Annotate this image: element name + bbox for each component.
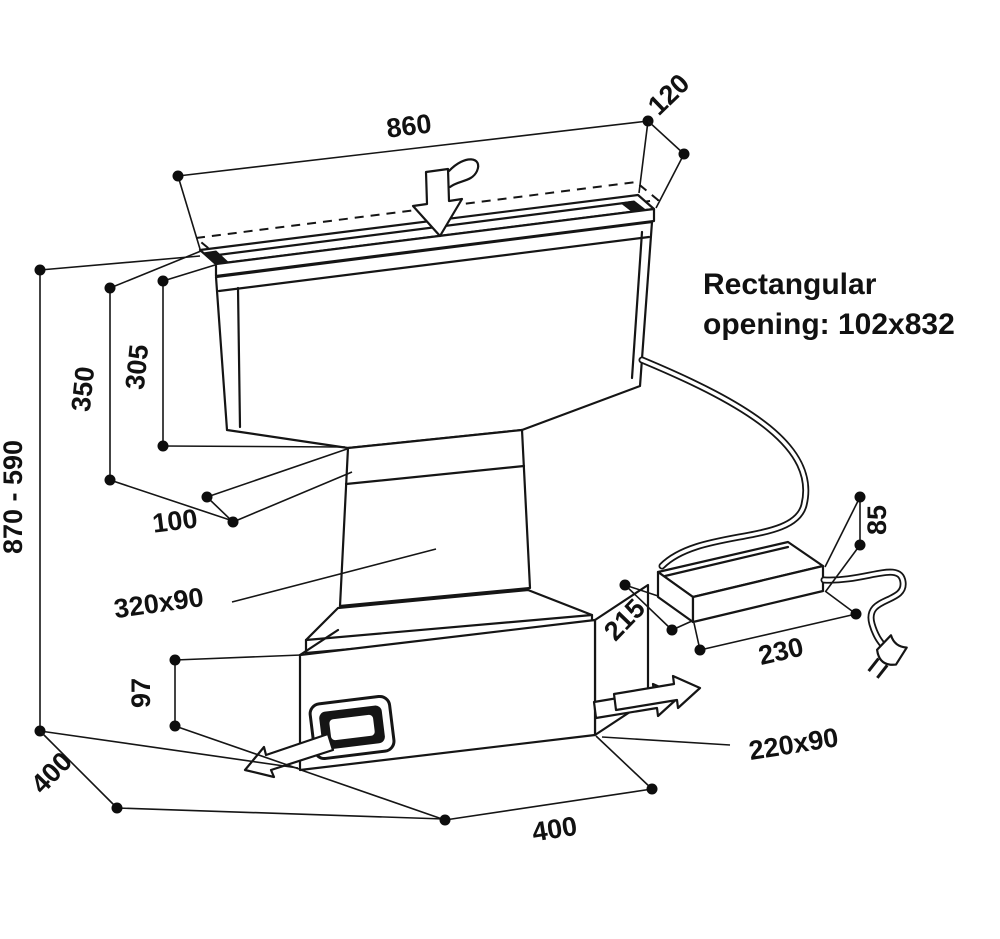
opening-note: Rectangular opening: 102x832 [703,268,955,341]
dim-label-230: 230 [756,632,807,671]
dimension-base-height: 97 [126,654,302,770]
dim-label-220x90: 220x90 [747,722,841,766]
dim-label-870-590: 870 - 590 [0,440,28,554]
dim-label-400-depth: 400 [25,746,78,799]
insert-arrow-icon [411,158,480,238]
dimension-top-depth: 120 [642,68,695,209]
dimension-bottom-offset: 100 [151,448,353,539]
dim-label-120: 120 [642,68,695,121]
control-box [656,540,825,624]
vent-strip [198,193,656,278]
dimension-base-width: 400 [300,735,658,848]
dimension-outlet-section: 220x90 [601,722,841,766]
dim-label-305: 305 [120,343,155,391]
dim-label-97: 97 [126,678,156,708]
opening-note-line1: Rectangular [703,268,877,301]
countertop-opening-dashed [193,180,661,258]
dimension-top-width: 860 [172,108,654,250]
dim-label-320x90: 320x90 [112,582,205,624]
airflow-arrow-left-icon [243,732,335,779]
dimension-panel-height-inner: 305 [120,264,346,452]
dim-label-85: 85 [862,505,892,535]
dim-label-400-width: 400 [530,811,579,848]
dimension-panel-height-outer: 350 [66,250,231,521]
plug-cable [820,568,907,654]
power-cable [638,356,810,570]
dimension-box-height: 85 [824,491,892,592]
opening-note-line2: opening: 102x832 [703,308,955,341]
power-plug-icon [867,634,908,679]
dim-label-860: 860 [385,108,433,143]
dimension-height-range: 870 - 590 [0,255,299,769]
airflow-arrow-right-icon [592,674,702,720]
dim-label-100: 100 [151,503,199,538]
chimney-duct [338,428,532,608]
dim-label-350: 350 [66,365,101,413]
